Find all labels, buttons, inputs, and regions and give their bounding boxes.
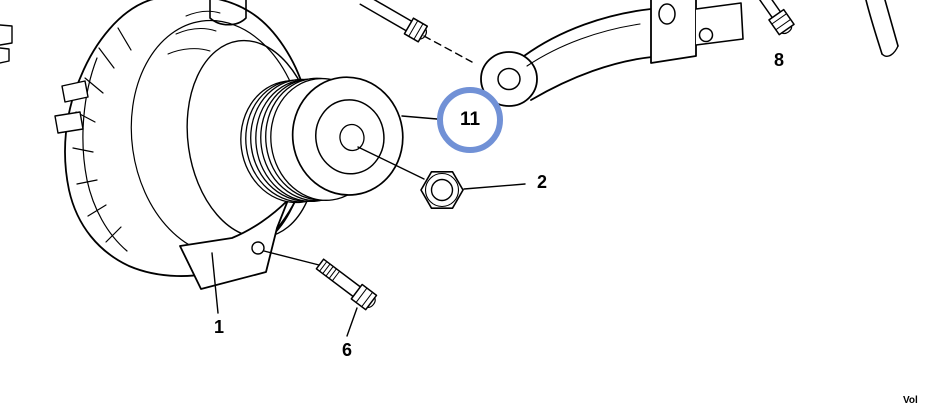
leader-lines bbox=[211, 115, 526, 337]
bolt-threads bbox=[319, 261, 341, 282]
vent-slots bbox=[167, 10, 221, 55]
adjacent-part-right bbox=[865, 0, 899, 57]
top-terminal bbox=[209, 0, 247, 26]
pulley bbox=[240, 76, 404, 204]
leader-hole-to-bolt bbox=[263, 250, 320, 266]
leader-2 bbox=[463, 183, 526, 190]
bracket-boss bbox=[480, 51, 538, 107]
leader-11 bbox=[401, 115, 438, 120]
adjacent-part-top-left bbox=[0, 24, 13, 64]
shaft-nut bbox=[420, 171, 464, 209]
bracket-step bbox=[695, 2, 744, 46]
pulley-hub bbox=[339, 123, 365, 152]
cooling-fins bbox=[72, 27, 132, 243]
bracket-plate-hole bbox=[658, 3, 676, 25]
bolt-6 bbox=[315, 258, 378, 311]
bracket-step-hole bbox=[698, 27, 714, 43]
callout-11: 11 bbox=[459, 109, 481, 130]
lug-hole bbox=[251, 241, 265, 255]
side-terminals bbox=[54, 80, 89, 134]
bolt-8 bbox=[749, 0, 795, 36]
leader-nut-to-shaft bbox=[357, 146, 425, 180]
bolt-head bbox=[350, 283, 378, 311]
callout-11-highlight-circle[interactable]: 11 bbox=[437, 87, 503, 153]
alternator-body bbox=[54, 0, 318, 290]
leader-1 bbox=[211, 252, 219, 314]
bracket-boss-hole bbox=[497, 67, 521, 91]
mounting-bracket bbox=[480, 0, 744, 107]
callout-1[interactable]: 1 bbox=[213, 317, 224, 337]
callout-6[interactable]: 6 bbox=[341, 340, 352, 360]
mounting-lug bbox=[179, 199, 289, 290]
bolt-top bbox=[359, 0, 429, 43]
leader-6 bbox=[346, 307, 358, 337]
watermark-text: Vol bbox=[903, 395, 918, 406]
callout-2[interactable]: 2 bbox=[536, 172, 547, 192]
bolt-head bbox=[403, 17, 429, 43]
insertion-dashed-line bbox=[423, 35, 473, 63]
callout-8[interactable]: 8 bbox=[773, 50, 784, 70]
